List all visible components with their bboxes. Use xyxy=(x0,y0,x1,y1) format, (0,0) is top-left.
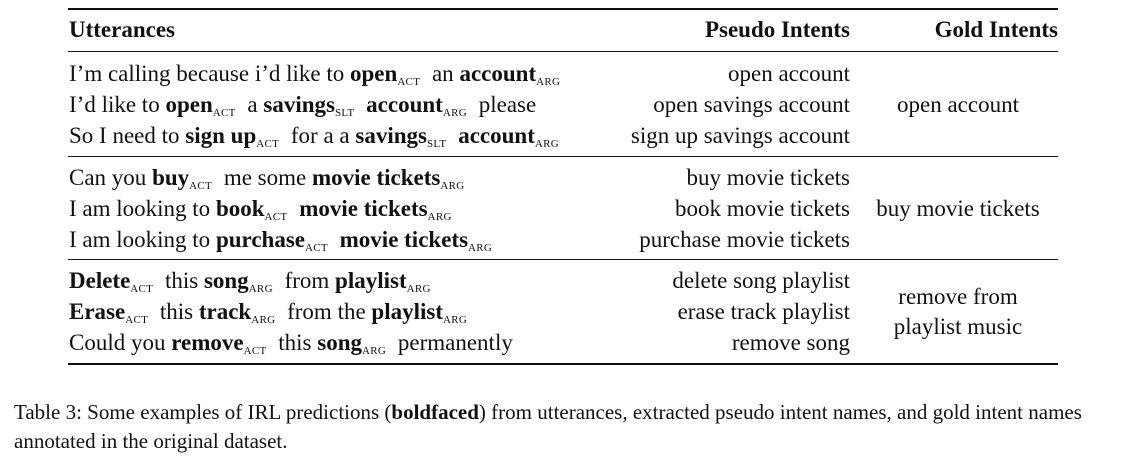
irl-tag: ARG xyxy=(536,76,561,88)
utterance-text: please xyxy=(472,92,537,117)
irl-prediction: Erase xyxy=(69,299,126,324)
utterance-row: DeleteACT this songARG from playlistARG xyxy=(69,267,437,303)
gold-intent-line: open account xyxy=(897,92,1019,117)
irl-prediction: account xyxy=(458,123,535,148)
irl-prediction: open xyxy=(350,61,398,86)
pseudo-intent: delete song playlist xyxy=(672,268,850,293)
gold-intent: buy movie tickets xyxy=(858,194,1058,224)
utterance-text: I am looking to xyxy=(69,227,216,252)
irl-tag: ACT xyxy=(304,242,328,254)
irl-prediction: track xyxy=(198,299,252,324)
irl-tag: ARG xyxy=(251,314,276,326)
utterance-text: from xyxy=(278,268,336,293)
utterance-text: permanently xyxy=(392,330,513,355)
irl-tag: ARG xyxy=(427,211,452,223)
utterance-text: Can you xyxy=(69,165,153,190)
utterance-text: I am looking to xyxy=(69,196,216,221)
irl-tag: ARG xyxy=(442,107,467,119)
irl-prediction: open xyxy=(165,92,213,117)
irl-prediction: movie tickets xyxy=(299,196,428,221)
utterance-text: this xyxy=(154,299,199,324)
utterance-text: me some xyxy=(218,165,312,190)
gold-intent-line: playlist music xyxy=(893,314,1023,339)
irl-tag: ACT xyxy=(243,345,267,357)
irl-prediction: song xyxy=(317,330,362,355)
pseudo-intent: book movie tickets xyxy=(674,196,850,221)
utterance-text: this xyxy=(272,330,318,355)
gold-intent: remove from playlist music xyxy=(858,282,1058,342)
pseudo-intent: open account xyxy=(728,61,850,86)
irl-prediction: movie tickets xyxy=(339,227,469,252)
pseudo-intent: erase track playlist xyxy=(677,299,850,324)
utterance-text: for a a xyxy=(285,123,356,148)
table-caption: Table 3: Some examples of IRL prediction… xyxy=(14,398,1124,456)
utterance-text: Could you xyxy=(69,330,172,355)
group-divider-1 xyxy=(68,156,1058,158)
pseudo-intent: sign up savings account xyxy=(630,123,850,148)
irl-prediction: account xyxy=(366,92,443,117)
utterance-row: Can you buyACT me some movie ticketsARG xyxy=(69,164,470,200)
header-pseudo-intents: Pseudo Intents xyxy=(704,17,850,42)
irl-prediction: purchase xyxy=(215,227,305,252)
pseudo-intent: open savings account xyxy=(653,92,850,117)
table-bottom-rule xyxy=(68,363,1058,365)
caption-prefix: Table 3: Some examples of IRL prediction… xyxy=(14,400,392,424)
irl-tag: ARG xyxy=(443,314,468,326)
irl-tag: ARG xyxy=(362,345,387,357)
header-utterances: Utterances xyxy=(69,17,176,42)
header-rule xyxy=(68,51,1058,53)
irl-tag: ARG xyxy=(468,242,493,254)
pseudo-intent: remove song xyxy=(731,330,850,355)
utterance-text: from the xyxy=(281,299,372,324)
irl-prediction: savings xyxy=(263,92,335,117)
irl-prediction: Delete xyxy=(69,268,131,293)
gold-intent-line: buy movie tickets xyxy=(876,196,1040,221)
irl-tag: ACT xyxy=(256,138,280,150)
irl-tag: ACT xyxy=(130,283,154,295)
pseudo-intent: purchase movie tickets xyxy=(639,227,850,252)
irl-prediction: movie tickets xyxy=(311,165,441,190)
caption-bold: boldfaced xyxy=(391,400,479,424)
irl-prediction: song xyxy=(203,268,249,293)
table-top-rule xyxy=(68,8,1058,10)
irl-tag: ARG xyxy=(534,138,559,150)
utterance-text: this xyxy=(159,268,204,293)
utterance-row: I am looking to bookACT movie ticketsARG xyxy=(69,195,458,231)
irl-prediction: sign up xyxy=(185,123,257,148)
irl-tag: ARG xyxy=(440,180,465,192)
irl-prediction: savings xyxy=(355,123,427,148)
gold-intent-line: remove from xyxy=(898,284,1018,309)
irl-prediction: buy xyxy=(152,165,190,190)
irl-tag: ACT xyxy=(125,314,149,326)
irl-prediction: playlist xyxy=(371,299,443,324)
header-gold-intents: Gold Intents xyxy=(934,17,1058,42)
utterance-row: I am looking to purchaseACT movie ticket… xyxy=(69,226,498,262)
pseudo-intent: buy movie tickets xyxy=(686,165,850,190)
irl-tag: SLT xyxy=(426,138,447,150)
utterance-text: I’d like to xyxy=(69,92,166,117)
irl-prediction: playlist xyxy=(335,268,407,293)
caption-suffix: ) from utterances, extracted pseudo inte… xyxy=(14,400,1082,453)
utterance-row: So I need to sign upACT for a a savingsS… xyxy=(69,122,565,158)
irl-prediction: book xyxy=(215,196,265,221)
utterance-text: an xyxy=(426,61,460,86)
utterance-text: a xyxy=(241,92,264,117)
irl-tag: ACT xyxy=(212,107,236,119)
irl-tag: ARG xyxy=(248,283,273,295)
utterance-text: So I need to xyxy=(69,123,186,148)
utterance-row: I’d like to openACT a savingsSLT account… xyxy=(69,91,536,127)
irl-prediction: account xyxy=(459,61,537,86)
irl-prediction: remove xyxy=(171,330,244,355)
irl-tag: ACT xyxy=(189,180,213,192)
utterance-row: I’m calling because i’d like to openACT … xyxy=(69,60,566,96)
gold-intent: open account xyxy=(858,90,1058,120)
irl-tag: ARG xyxy=(406,283,431,295)
irl-tag: ACT xyxy=(397,76,421,88)
irl-tag: ACT xyxy=(264,211,288,223)
group-divider-2 xyxy=(68,259,1058,261)
utterance-text: I’m calling because i’d like to xyxy=(69,61,351,86)
irl-tag: SLT xyxy=(334,107,355,119)
utterance-row: EraseACT this trackARG from the playlist… xyxy=(69,298,473,334)
utterance-row: Could you removeACT this songARG permane… xyxy=(69,329,513,365)
